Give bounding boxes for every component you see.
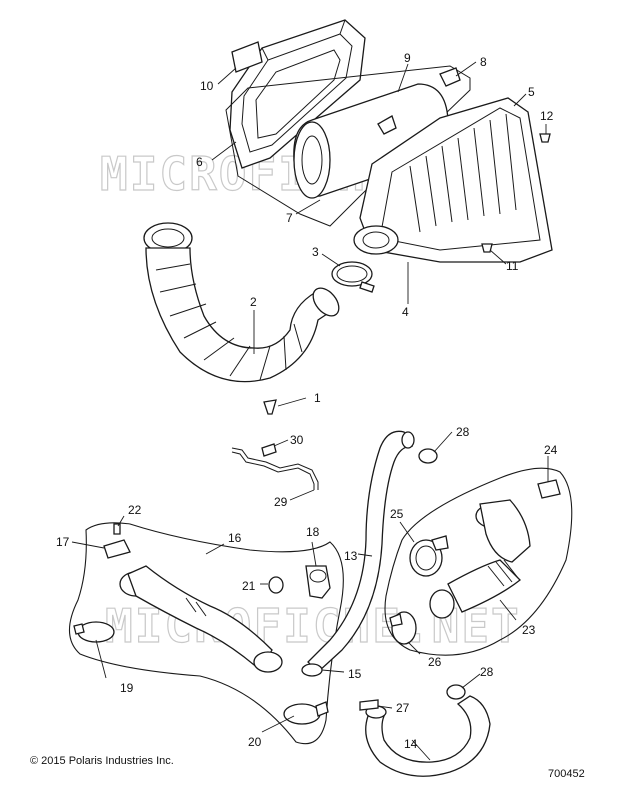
callout-28-upper: 28	[456, 425, 470, 439]
callout-22: 22	[128, 503, 142, 517]
o-ring-28-lower	[446, 684, 466, 700]
callout-8: 8	[480, 55, 487, 69]
clip-27	[359, 699, 379, 711]
callout-16: 16	[228, 531, 242, 545]
callout-14: 14	[404, 737, 418, 751]
decal-label	[231, 41, 263, 73]
intake-tube-16	[119, 565, 283, 673]
o-ring-21	[268, 576, 284, 594]
callout-13: 13	[344, 549, 358, 563]
callout-12: 12	[540, 109, 554, 123]
callout-1: 1	[314, 391, 321, 405]
clip	[439, 67, 461, 87]
callout-7: 7	[286, 211, 293, 225]
callout-4: 4	[402, 305, 409, 319]
screw-12	[539, 133, 551, 143]
callout-21: 21	[242, 579, 256, 593]
callout-11: 11	[506, 259, 519, 273]
callout-10: 10	[200, 79, 214, 93]
callout-28-lower: 28	[480, 665, 494, 679]
callout-9: 9	[404, 51, 411, 65]
callout-27: 27	[396, 701, 410, 715]
group-outline-23	[384, 467, 573, 656]
callout-19: 19	[120, 681, 134, 695]
intake-boot-23	[429, 499, 531, 619]
hose-clamp-3	[331, 261, 375, 293]
sensor-17	[103, 523, 131, 559]
airbox-base	[353, 97, 553, 263]
intake-duct	[143, 222, 340, 383]
group-outline-16	[68, 522, 344, 745]
hose-clamp-15	[301, 663, 323, 677]
callout-17: 17	[56, 535, 70, 549]
callout-26: 26	[428, 655, 442, 669]
callout-labels: 1 2 3 4 5 6 7 8 9 10 11 12 13 14 15 16 1…	[56, 51, 558, 751]
drain-hose	[231, 447, 319, 490]
callout-30: 30	[290, 433, 304, 447]
hose-clamp-19	[73, 621, 115, 643]
callout-5: 5	[528, 85, 535, 99]
hose-clamp-25	[409, 535, 449, 577]
drain-plug	[263, 399, 277, 415]
callout-3: 3	[312, 245, 319, 259]
hose-14	[365, 695, 491, 777]
o-ring-28-upper	[418, 448, 438, 464]
hose-clamp-26	[389, 611, 417, 645]
callout-18: 18	[306, 525, 320, 539]
valve-18	[305, 565, 331, 599]
callout-24: 24	[544, 443, 558, 457]
callout-25: 25	[390, 507, 404, 521]
callout-20: 20	[248, 735, 262, 749]
callout-15: 15	[348, 667, 362, 681]
sensor-24	[537, 479, 561, 499]
airbox-cover	[229, 19, 366, 169]
hose-clamp-20	[283, 701, 329, 725]
callout-29: 29	[274, 495, 288, 509]
callout-6: 6	[196, 155, 203, 169]
leader-lines	[71, 61, 549, 761]
callout-23: 23	[522, 623, 536, 637]
hose-clip-30	[261, 443, 277, 457]
screw-11	[481, 243, 493, 253]
callout-2: 2	[250, 295, 257, 309]
diagram-number: 700452	[548, 768, 585, 780]
copyright-notice: © 2015 Polaris Industries Inc.	[30, 755, 174, 767]
